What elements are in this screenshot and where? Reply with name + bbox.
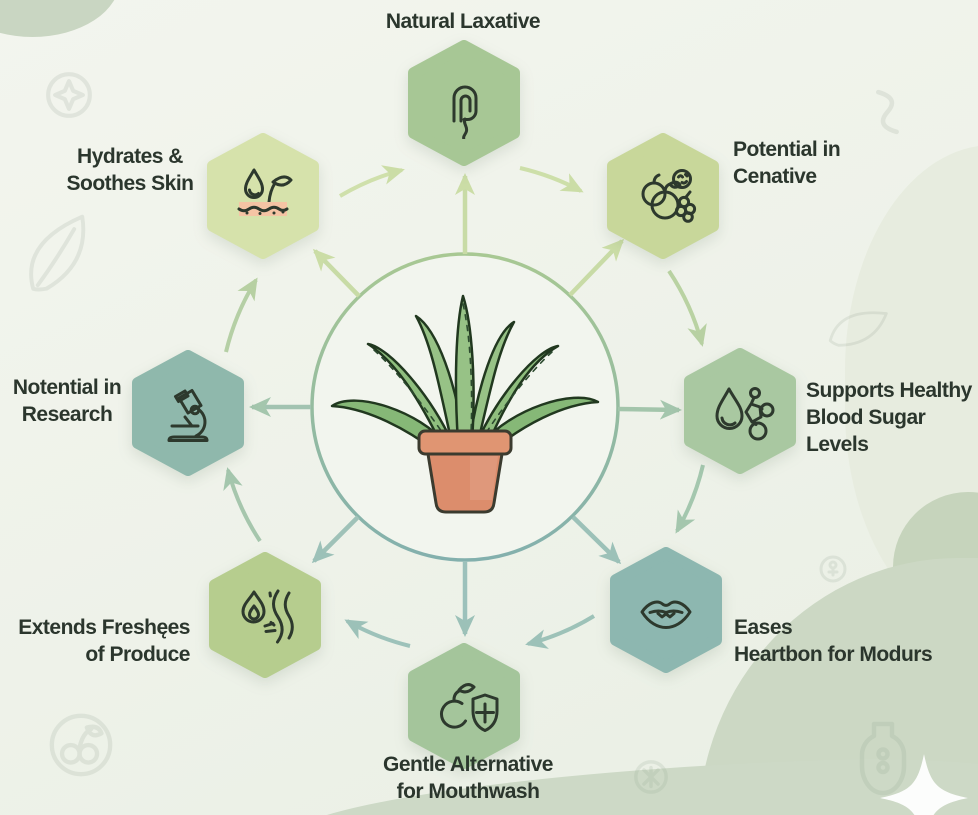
apple-shield-icon <box>440 683 499 732</box>
radial-arrows <box>249 173 682 637</box>
arrow-center-to-bottom-left <box>311 515 360 564</box>
label-potential-in-research: Notential in Research <box>12 376 122 426</box>
sparkle-icon <box>878 752 970 815</box>
arc-left-to-top-left <box>224 277 258 353</box>
hexagon-gentle-mouthwash <box>408 643 520 769</box>
fruits-berries-icon <box>641 169 697 223</box>
arc-top-to-top-right <box>519 166 584 193</box>
arc-right-to-bottom-right <box>675 464 705 534</box>
arrow-center-to-top-right <box>568 238 625 297</box>
lips-icon <box>640 600 692 629</box>
benefit-node-natural-laxative <box>406 38 522 168</box>
hexagon-natural-laxative <box>408 40 520 166</box>
compass-circle-watermark-icon <box>44 70 94 120</box>
flower-circle-watermark-icon <box>630 756 672 798</box>
benefit-node-potential-in-cenative <box>605 131 721 261</box>
intestines-icon <box>452 85 478 139</box>
microscope-icon <box>167 389 209 442</box>
leaf-watermark-icon <box>8 204 108 304</box>
hexagon-eases-heartburn <box>610 547 722 673</box>
hexagon-potential-in-cenative <box>607 133 719 259</box>
label-supports-blood-sugar: Supports Healthy Blood Sugar Levels <box>806 379 972 456</box>
label-gentle-mouthwash: Gentle Alternative for Mouthwash <box>383 753 553 803</box>
label-natural-laxative: Natural Laxative <box>385 10 541 33</box>
person-circle-watermark-icon <box>818 554 848 584</box>
benefit-node-extends-freshness <box>207 550 323 680</box>
label-eases-heartburn: Eases Heartbon for Modurs <box>734 616 933 666</box>
hexagon-hydrates-skin <box>207 133 319 259</box>
label-potential-in-cenative: Potential in Cenative <box>733 138 841 188</box>
arrow-center-to-right <box>617 399 682 420</box>
benefit-node-gentle-mouthwash <box>406 641 522 771</box>
arrow-center-to-bottom-right <box>571 515 622 565</box>
benefit-node-eases-heartburn <box>608 545 724 675</box>
leaf-watermark-icon <box>820 290 896 366</box>
arc-bottom-to-bottom-left <box>344 619 411 648</box>
bottle-watermark-icon <box>850 718 916 796</box>
arc-top-right-to-right <box>667 269 707 347</box>
squiggle-watermark-icon <box>866 86 912 138</box>
benefit-node-potential-in-research <box>130 348 246 478</box>
benefit-node-supports-blood-sugar <box>682 346 798 476</box>
label-extends-freshness: Extends Freshęes of Produce <box>18 616 190 666</box>
flame-wave-icon <box>241 589 294 644</box>
drop-molecule-icon <box>715 387 775 441</box>
label-hydrates-skin: Hydrates & Soothes Skin <box>66 145 194 195</box>
arc-bottom-right-to-bottom <box>525 614 596 649</box>
fruit-circle-watermark-icon <box>46 710 116 780</box>
aloe-vera-plant-icon <box>330 294 600 514</box>
arrow-center-to-top-left <box>312 248 361 298</box>
arc-bottom-left-to-left <box>223 467 262 543</box>
arc-top-left-to-top <box>338 165 405 198</box>
benefit-node-hydrates-skin <box>205 131 321 261</box>
ring-arrows <box>223 165 707 649</box>
skin-drop-icon <box>237 168 293 216</box>
